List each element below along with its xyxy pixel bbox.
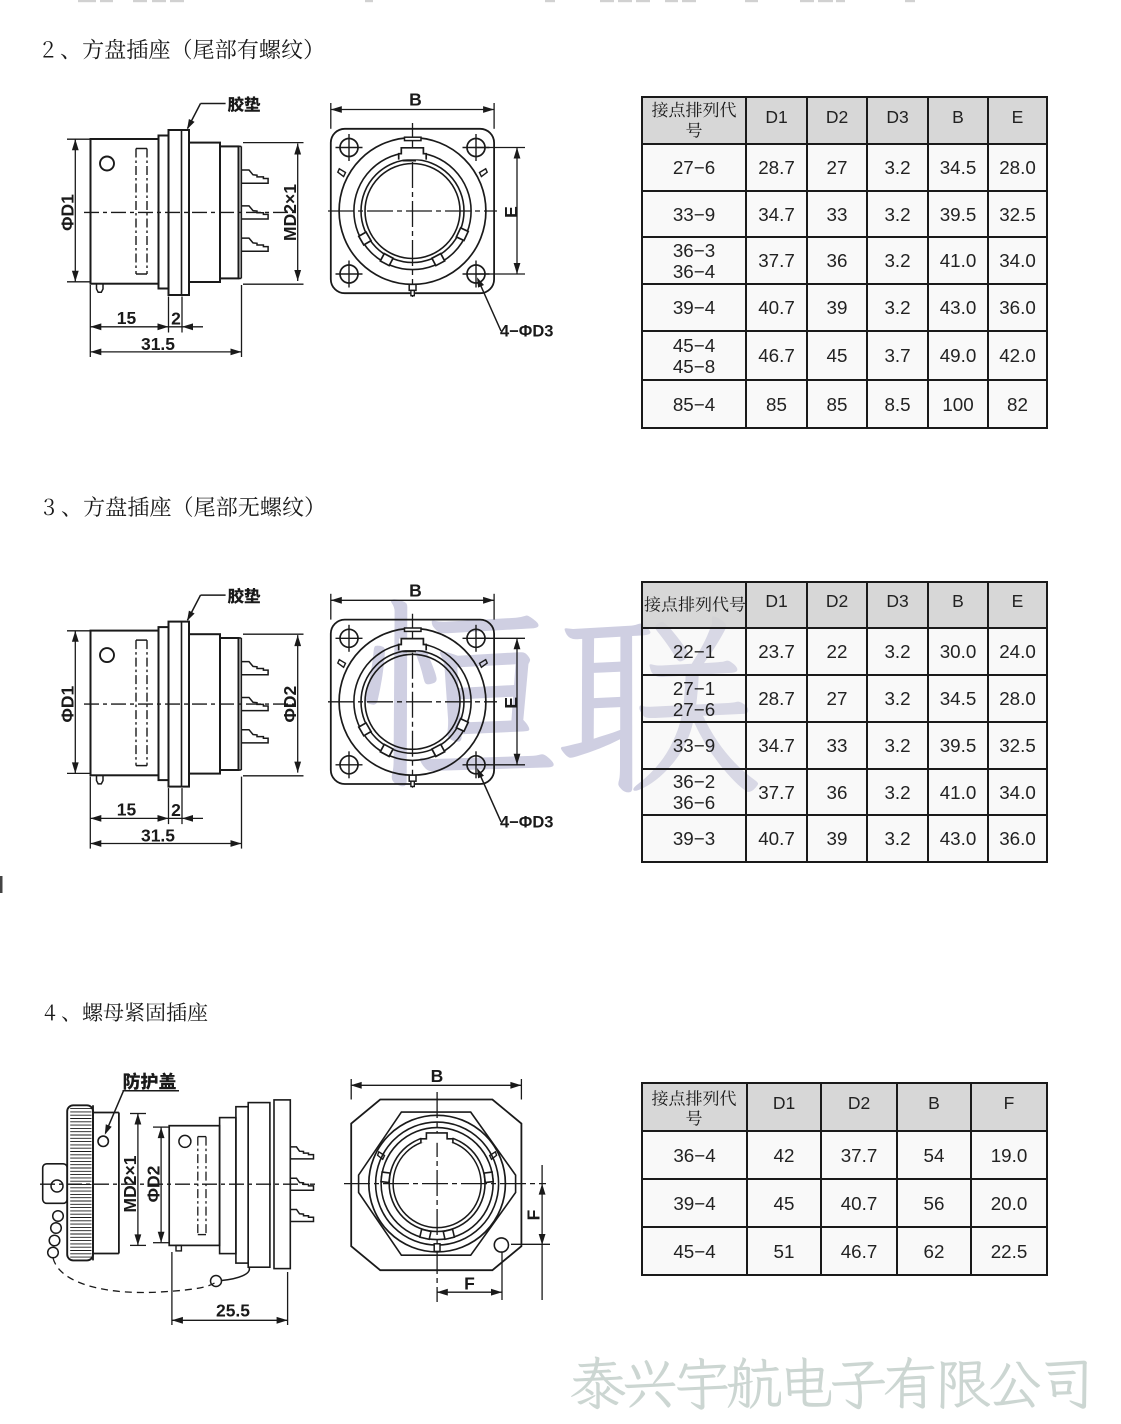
svg-text:B: B — [409, 580, 422, 600]
svg-text:ΦD2: ΦD2 — [280, 685, 300, 722]
svg-text:4−ΦD3: 4−ΦD3 — [500, 323, 553, 341]
svg-text:B: B — [409, 90, 422, 110]
svg-text:31.5: 31.5 — [141, 334, 175, 354]
svg-text:ΦD1: ΦD1 — [58, 685, 78, 722]
svg-text:F: F — [524, 1209, 544, 1220]
svg-text:B: B — [431, 1066, 444, 1086]
svg-text:MD2×1: MD2×1 — [280, 184, 300, 241]
svg-text:15: 15 — [117, 800, 137, 820]
svg-text:25.5: 25.5 — [216, 1301, 250, 1321]
svg-text:2: 2 — [171, 800, 181, 820]
svg-text:F: F — [464, 1274, 475, 1294]
svg-text:E: E — [501, 697, 521, 709]
svg-text:31.5: 31.5 — [141, 826, 175, 846]
svg-text:MD2×1: MD2×1 — [120, 1155, 140, 1212]
svg-text:ΦD2: ΦD2 — [144, 1165, 164, 1202]
svg-text:2: 2 — [171, 309, 181, 329]
svg-text:15: 15 — [117, 308, 137, 328]
svg-text:E: E — [501, 206, 521, 218]
svg-text:ΦD1: ΦD1 — [58, 194, 78, 231]
svg-text:4−ΦD3: 4−ΦD3 — [500, 813, 553, 831]
